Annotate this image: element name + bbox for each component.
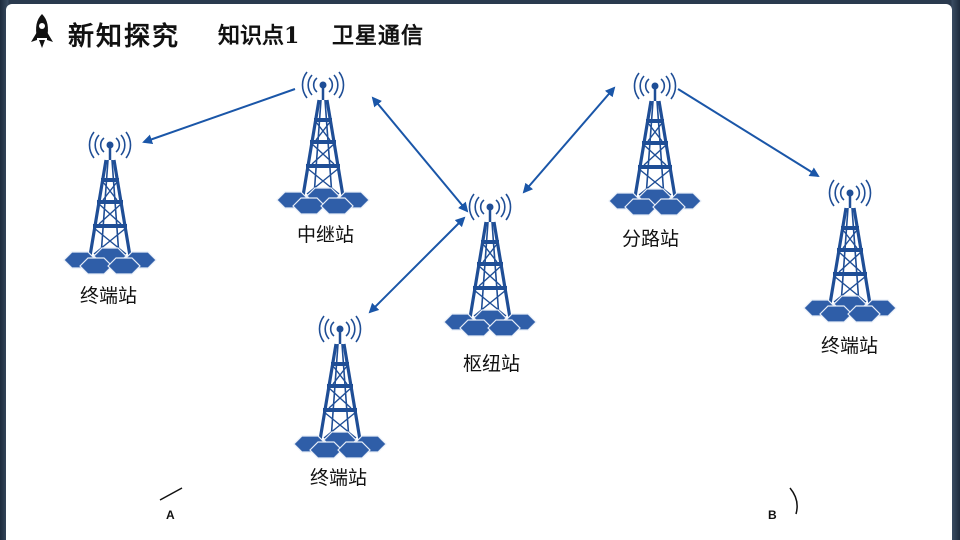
rocket-icon [31,14,53,48]
terminal-left-label: 终端站 [80,285,138,307]
arrow-branch-to-terminal [677,88,820,178]
relay-station-tower-icon [275,70,371,216]
terminal-bottom-tower-icon [292,314,388,460]
page-title: 新知探究 [68,22,181,52]
arrow-relay-to-terminal [142,88,296,145]
terminal-left-tower-icon [62,130,158,276]
arrow-hub-terminal [368,216,466,314]
topic-label: 卫星通信 [332,23,425,49]
terminal-bottom-label: 终端站 [310,467,368,489]
branch-station-label: 分路站 [622,228,680,250]
hub-station-label: 枢纽站 [463,353,521,375]
stroke-mark-a [159,487,183,501]
arrow-branch-hub [522,86,616,194]
terminal-right-label: 终端站 [821,335,879,357]
relay-station-label: 中继站 [297,224,355,246]
hub-station-tower-icon [442,192,538,338]
slide-canvas: 新知探究 知识点1 卫星通信 [6,4,952,540]
stroke-mark-b [789,487,798,515]
arrow-relay-hub [371,96,469,213]
mark-b: B [768,508,777,522]
mark-a: A [166,508,175,522]
knowledge-point-label: 知识点1 [218,23,300,49]
terminal-right-tower-icon [802,178,898,324]
